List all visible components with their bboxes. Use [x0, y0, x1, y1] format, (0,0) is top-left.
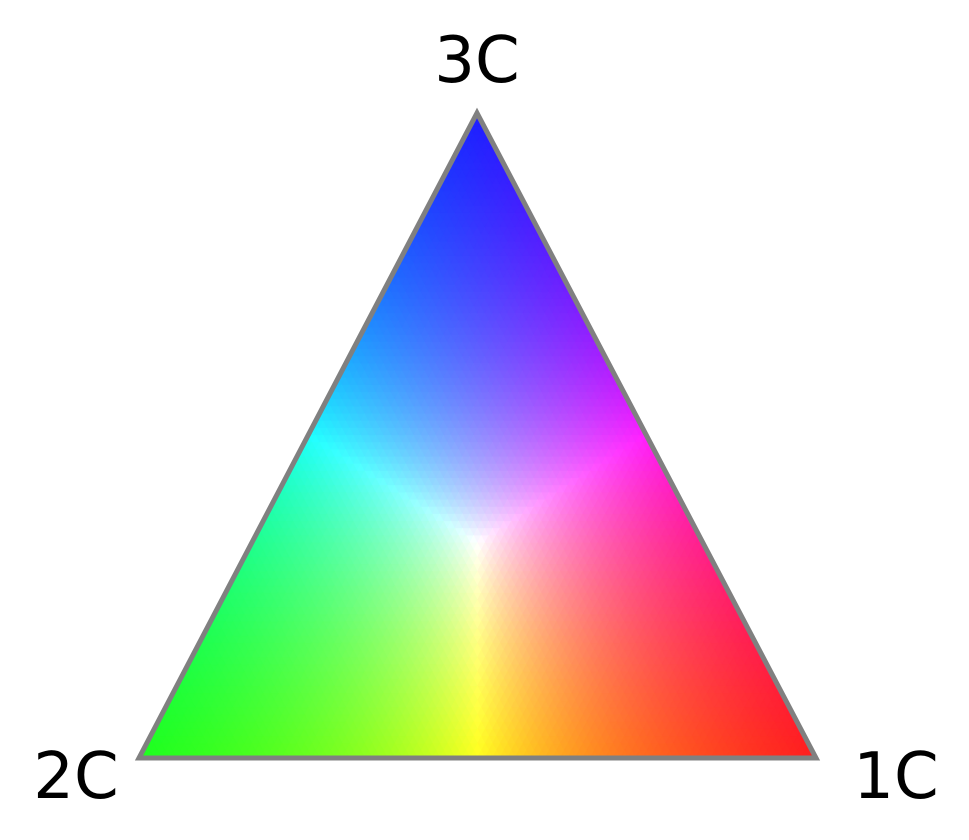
color-fill-layer — [139, 113, 816, 758]
